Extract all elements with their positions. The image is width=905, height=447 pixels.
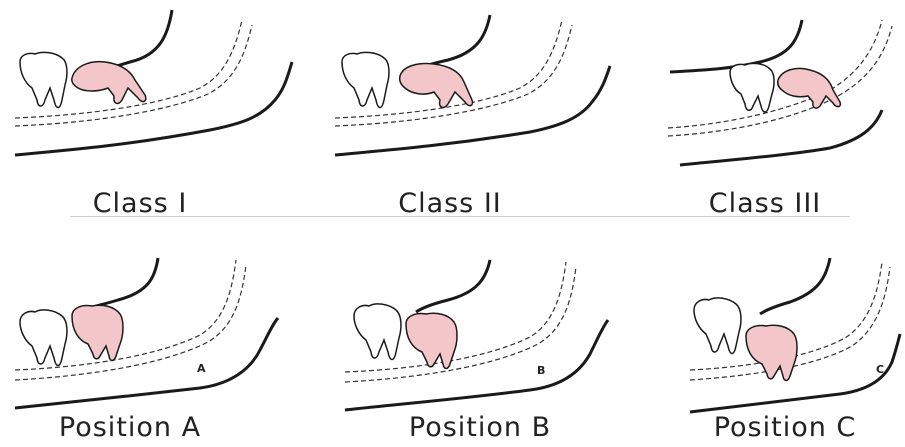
position-c-label: Position C (675, 412, 895, 443)
impacted-third-molar (778, 68, 841, 108)
canal-line-outer (668, 20, 882, 128)
marker-b: B (537, 364, 545, 377)
second-molar (342, 52, 389, 107)
class-1-illustration (10, 0, 310, 180)
impacted-third-molar (72, 305, 123, 360)
ramus-line (90, 258, 158, 308)
impacted-third-molar (746, 325, 797, 380)
position-a-label: Position A (20, 412, 240, 443)
position-a-illustration (10, 250, 310, 415)
ramus-line (760, 258, 830, 314)
class-1-label: Class I (70, 188, 210, 219)
impacted-third-molar (400, 64, 473, 108)
ramus-line (416, 260, 490, 312)
impacted-third-molar (72, 62, 146, 104)
row-divider (70, 216, 850, 217)
impacted-third-molar (406, 313, 457, 368)
class-2-label: Class II (370, 188, 530, 219)
position-b-illustration (340, 250, 640, 415)
marker-c: C (876, 363, 884, 376)
position-c-illustration (680, 250, 905, 415)
position-b-label: Position B (370, 412, 590, 443)
second-molar (20, 52, 67, 107)
marker-a: A (197, 362, 206, 375)
class-3-illustration (650, 0, 905, 180)
second-molar (694, 298, 741, 354)
class-2-illustration (330, 0, 630, 180)
ramus-line (670, 20, 802, 72)
second-molar (730, 63, 774, 112)
class-3-label: Class III (680, 188, 850, 219)
second-molar (20, 310, 67, 366)
second-molar (354, 304, 401, 360)
